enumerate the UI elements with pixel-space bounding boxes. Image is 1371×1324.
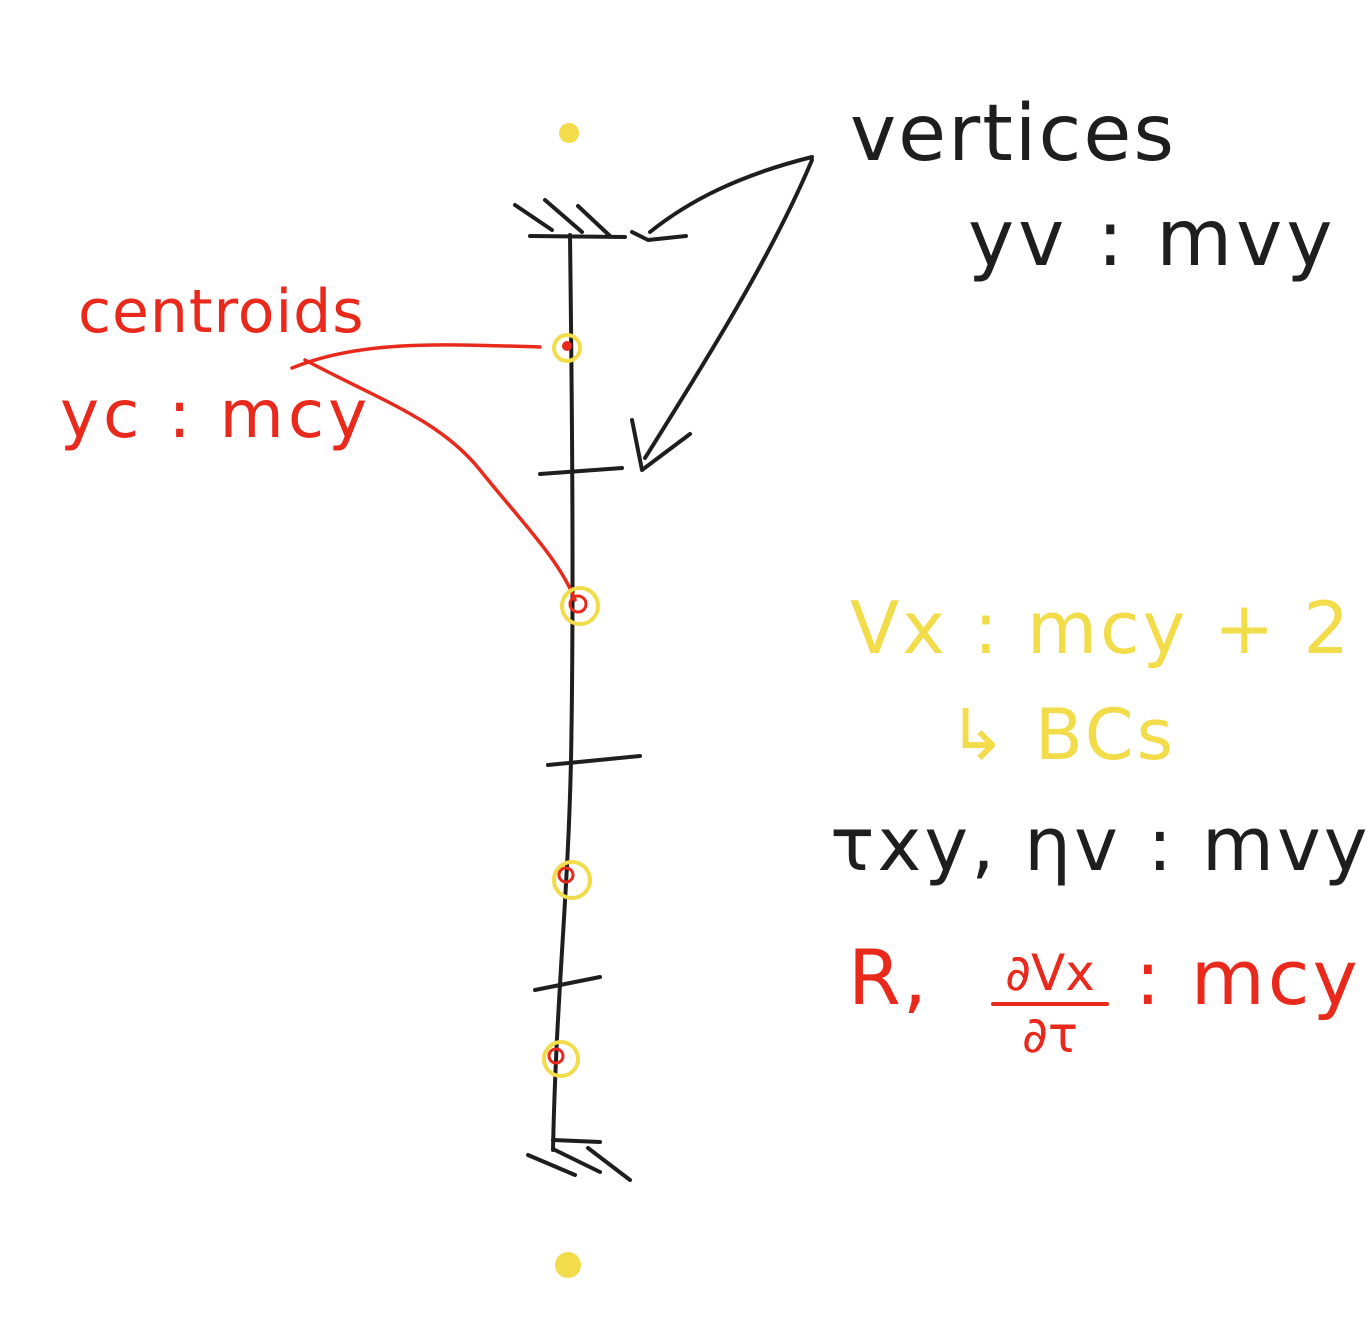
tau-eta-size-label: τxy, ηv : mvy <box>830 802 1371 888</box>
centroid-node <box>560 586 600 626</box>
vertices-size-label: yv : mvy <box>968 194 1337 284</box>
vx-size-label: Vx : mcy + 2 <box>850 586 1353 670</box>
centroid-link <box>290 343 542 370</box>
residual-label: R, <box>848 933 929 1022</box>
centroid-link <box>303 358 577 602</box>
centroid-node <box>542 1040 580 1078</box>
residual-size-label: : mcy <box>1135 933 1361 1022</box>
centroid-node <box>552 333 582 363</box>
ghost-node <box>555 1252 581 1278</box>
derivative-numerator: ∂Vx <box>1005 944 1095 1002</box>
ghost-nodes <box>555 123 581 1278</box>
centroids-size-label: yc : mcy <box>60 376 372 453</box>
centroids-label: centroids <box>78 277 365 347</box>
grid-axis-line <box>551 233 575 1152</box>
centroid-links <box>290 343 577 602</box>
vertex-tick <box>546 754 642 767</box>
derivative-denominator: ∂τ <box>1022 1006 1078 1064</box>
vertex-tick <box>533 975 602 992</box>
sketch-canvas <box>290 123 814 1278</box>
vertices-label: vertices <box>850 89 1176 179</box>
arrow-vertices-mid <box>630 158 814 472</box>
bcs-note: ↳ BCs <box>948 694 1177 776</box>
bottom-boundary-hatch <box>526 1138 632 1182</box>
fraction-bar <box>991 1002 1109 1006</box>
derivative-fraction: ∂Vx ∂τ <box>985 948 1115 1060</box>
vertex-ticks <box>533 466 642 992</box>
centroid-node <box>552 860 592 900</box>
arrow-vertices-top <box>630 155 814 242</box>
vertex-tick <box>538 466 624 476</box>
top-boundary-hatch <box>513 198 627 239</box>
ghost-node <box>559 123 579 143</box>
centroid-nodes <box>542 333 600 1078</box>
